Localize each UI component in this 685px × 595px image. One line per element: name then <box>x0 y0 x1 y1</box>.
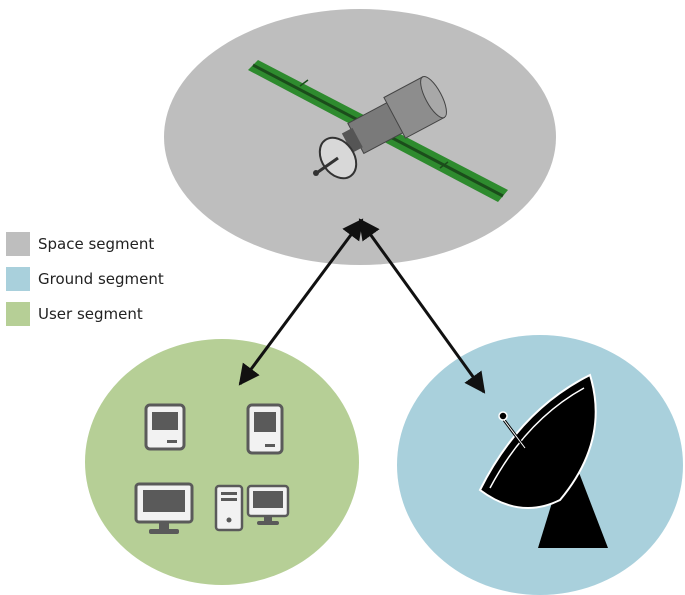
arrow-space-ground <box>358 218 486 394</box>
desktop-computer-icon <box>246 403 284 455</box>
legend-label-space: Space segment <box>38 234 155 253</box>
legend-item-space: Space segment <box>6 226 164 261</box>
user-segment-ellipse <box>85 339 359 585</box>
arrow-space-user <box>238 218 364 386</box>
legend: Space segment Ground segment User segmen… <box>6 226 164 331</box>
legend-swatch-ground <box>6 266 30 291</box>
legend-item-user: User segment <box>6 296 164 331</box>
desktop-computer-icon <box>144 403 186 451</box>
legend-label-ground: Ground segment <box>38 269 164 288</box>
legend-swatch-user <box>6 301 30 326</box>
pc-tower-icon <box>214 484 244 532</box>
legend-label-user: User segment <box>38 304 143 323</box>
satellite-dish-icon <box>478 373 608 548</box>
legend-item-ground: Ground segment <box>6 261 164 296</box>
monitor-icon <box>246 484 290 525</box>
satellite-icon <box>248 60 508 202</box>
legend-swatch-space <box>6 231 30 256</box>
monitor-icon <box>134 482 194 534</box>
